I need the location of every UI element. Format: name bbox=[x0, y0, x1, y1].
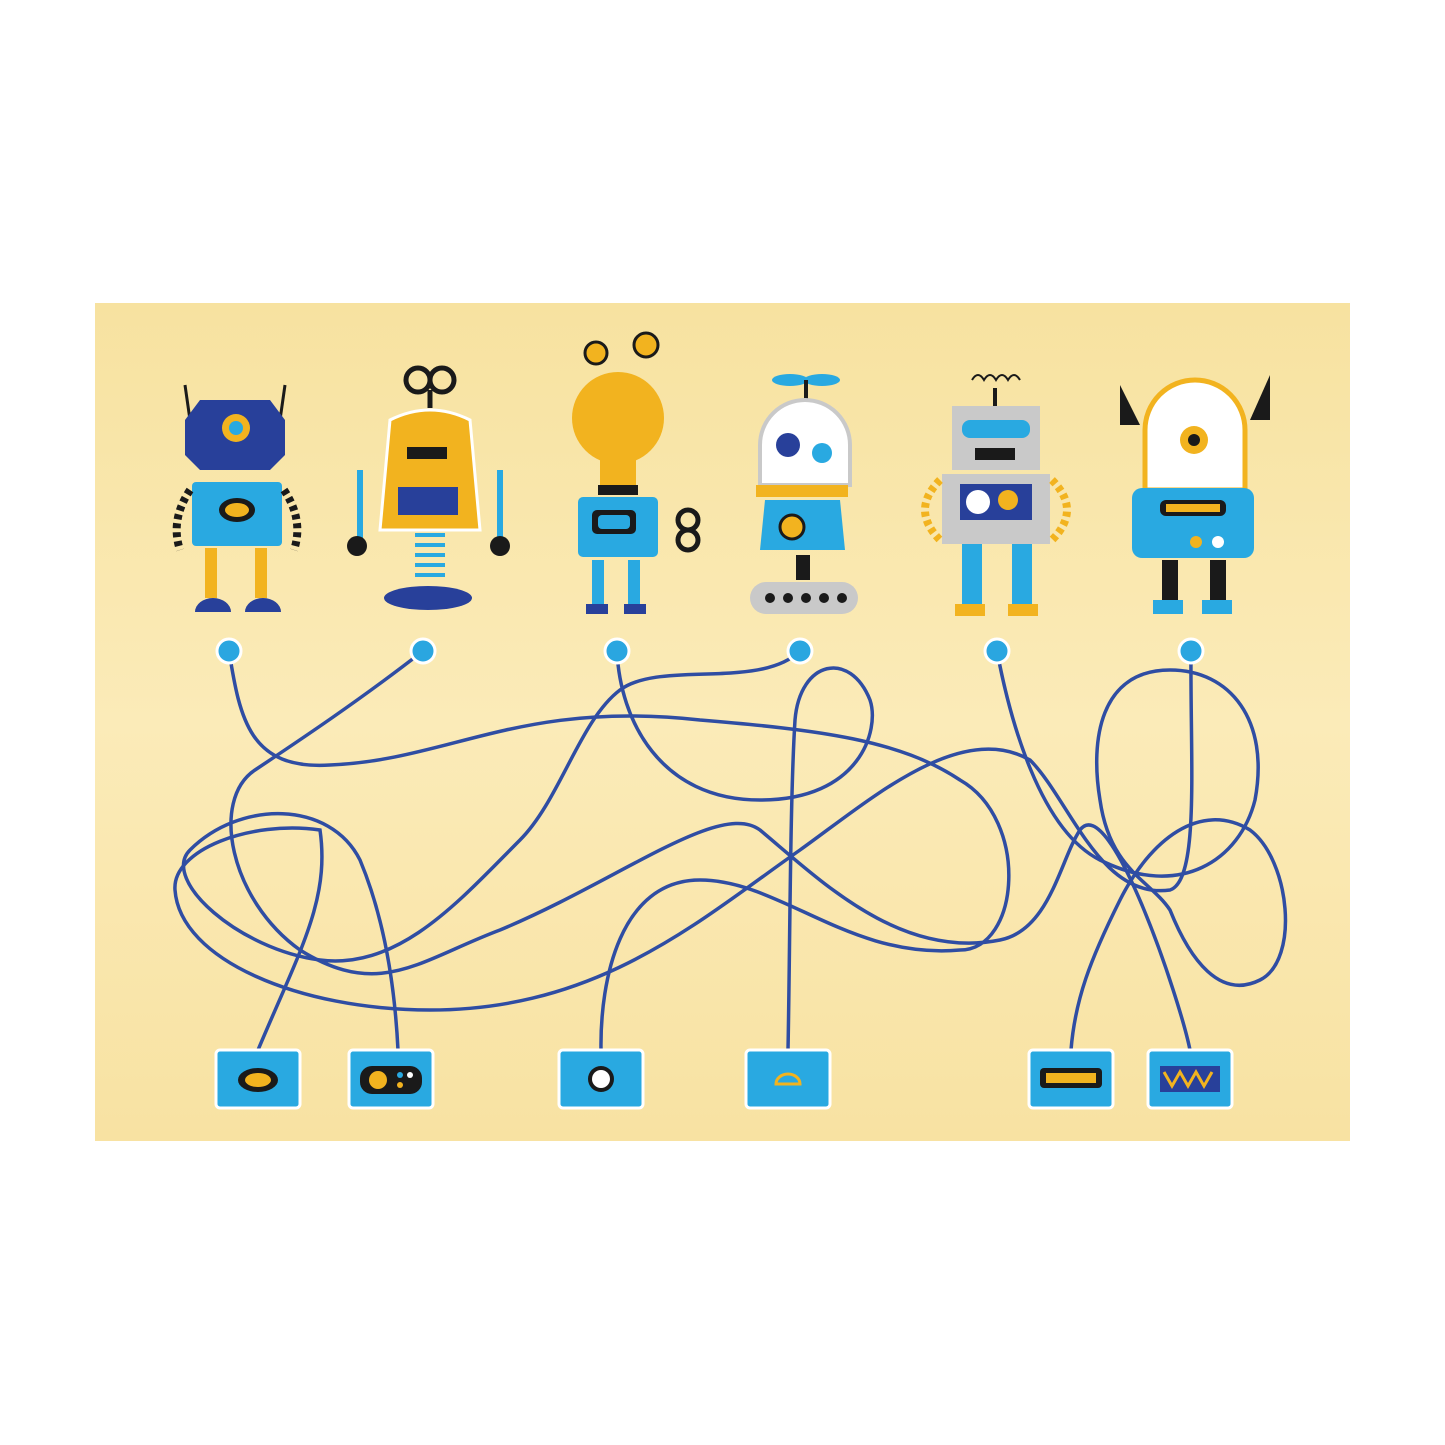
zigzag-panel-icon[interactable] bbox=[1146, 1048, 1234, 1110]
maze-wires bbox=[173, 649, 1288, 1052]
small-gauge-panel-icon[interactable] bbox=[744, 1048, 832, 1110]
steering-wheel-buttons-panel-icon[interactable] bbox=[347, 1048, 435, 1110]
grille-mouth-panel-icon[interactable] bbox=[1027, 1048, 1115, 1110]
connector-dot-5[interactable] bbox=[983, 637, 1011, 665]
wire-6[interactable] bbox=[173, 649, 1194, 1052]
dial-panel-icon[interactable] bbox=[557, 1048, 645, 1110]
connector-dot-4[interactable] bbox=[786, 637, 814, 665]
robot-lightbulb-icon[interactable] bbox=[572, 331, 701, 614]
robot-dome-cyclops-icon[interactable] bbox=[1120, 375, 1270, 614]
wire-1[interactable] bbox=[227, 649, 1011, 1052]
gauge-panel-icon[interactable] bbox=[214, 1048, 302, 1110]
wire-3[interactable] bbox=[615, 649, 875, 1052]
connector-dots bbox=[215, 637, 1205, 665]
connector-dot-1[interactable] bbox=[215, 637, 243, 665]
robot-antenna-cyclops-icon[interactable] bbox=[172, 384, 302, 612]
robot-windup-spring-icon[interactable] bbox=[347, 365, 510, 610]
connector-dot-2[interactable] bbox=[409, 637, 437, 665]
robot-dome-propeller-icon[interactable] bbox=[750, 374, 858, 614]
wire-2[interactable] bbox=[229, 649, 1192, 1052]
connector-dot-6[interactable] bbox=[1177, 637, 1205, 665]
wire-4[interactable] bbox=[181, 649, 802, 1052]
robot-grey-gears-icon[interactable] bbox=[921, 374, 1071, 616]
connector-dot-3[interactable] bbox=[603, 637, 631, 665]
